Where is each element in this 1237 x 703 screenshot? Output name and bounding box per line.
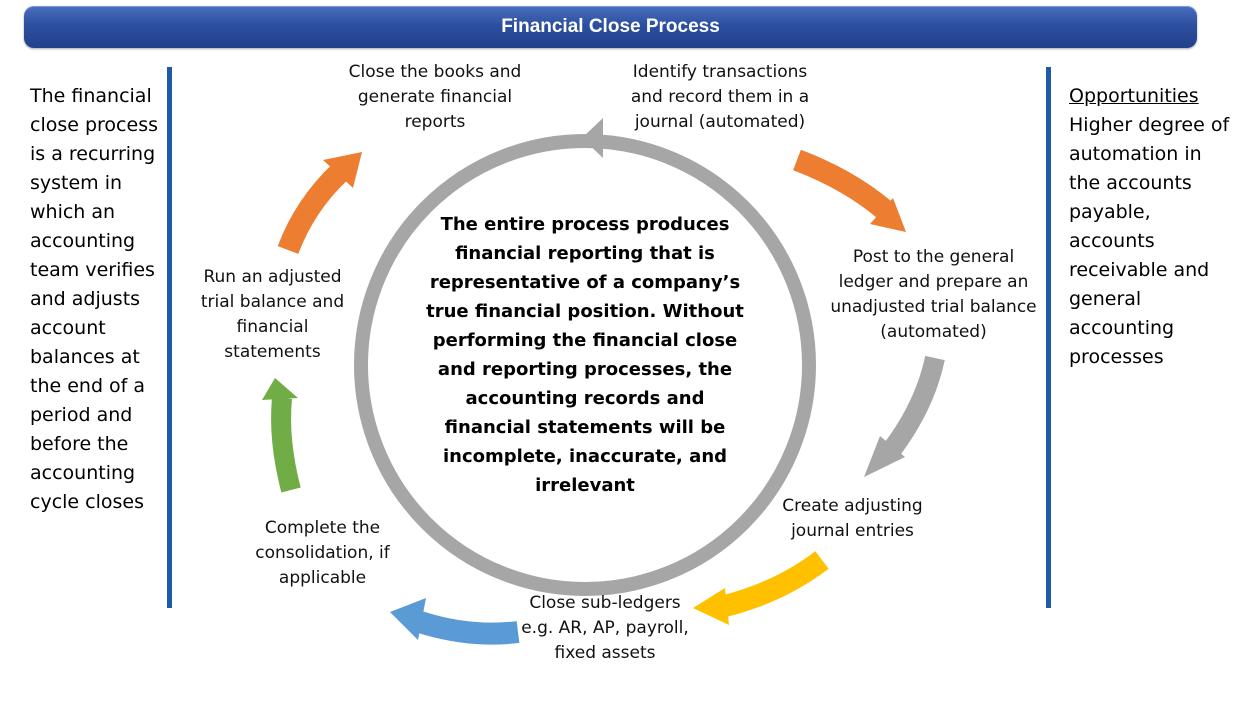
opportunities-text: Higher degree of automation in the accou… (1069, 114, 1230, 368)
opportunities-heading: Opportunities (1069, 85, 1199, 107)
title-bar: Financial Close Process (24, 6, 1197, 48)
page-title: Financial Close Process (501, 16, 720, 37)
left-divider (167, 67, 172, 608)
step-post-ledger: Post to the general ledger and prepare a… (830, 247, 1037, 342)
step-close-sub-ledgers: Close sub-ledgers e.g. AR, AP, payroll, … (521, 593, 689, 663)
orange-arrow-left (277, 152, 362, 255)
right-divider (1046, 67, 1051, 608)
step-identify-transactions: Identify transactions and record them in… (630, 62, 810, 132)
blue-arrow-bottom (390, 598, 520, 645)
gray-arrow-right (864, 355, 945, 477)
gold-arrow-bottom (693, 551, 829, 625)
opportunities-panel: Opportunities Higher degree of automatio… (1069, 82, 1234, 372)
step-consolidation: Complete the consolidation, if applicabl… (255, 518, 390, 588)
ring-arrowhead (582, 118, 603, 158)
step-adjusted-trial-balance: Run an adjusted trial balance and financ… (200, 267, 345, 362)
green-arrow-left (262, 378, 301, 493)
central-ring (354, 134, 816, 596)
center-statement: The entire process produces financial re… (426, 214, 744, 496)
step-close-books: Close the books and generate financial r… (348, 62, 522, 132)
orange-arrow-right (793, 149, 906, 232)
process-description: The financial close process is a recurri… (30, 85, 158, 513)
step-adjusting-entries: Create adjusting journal entries (782, 496, 923, 541)
